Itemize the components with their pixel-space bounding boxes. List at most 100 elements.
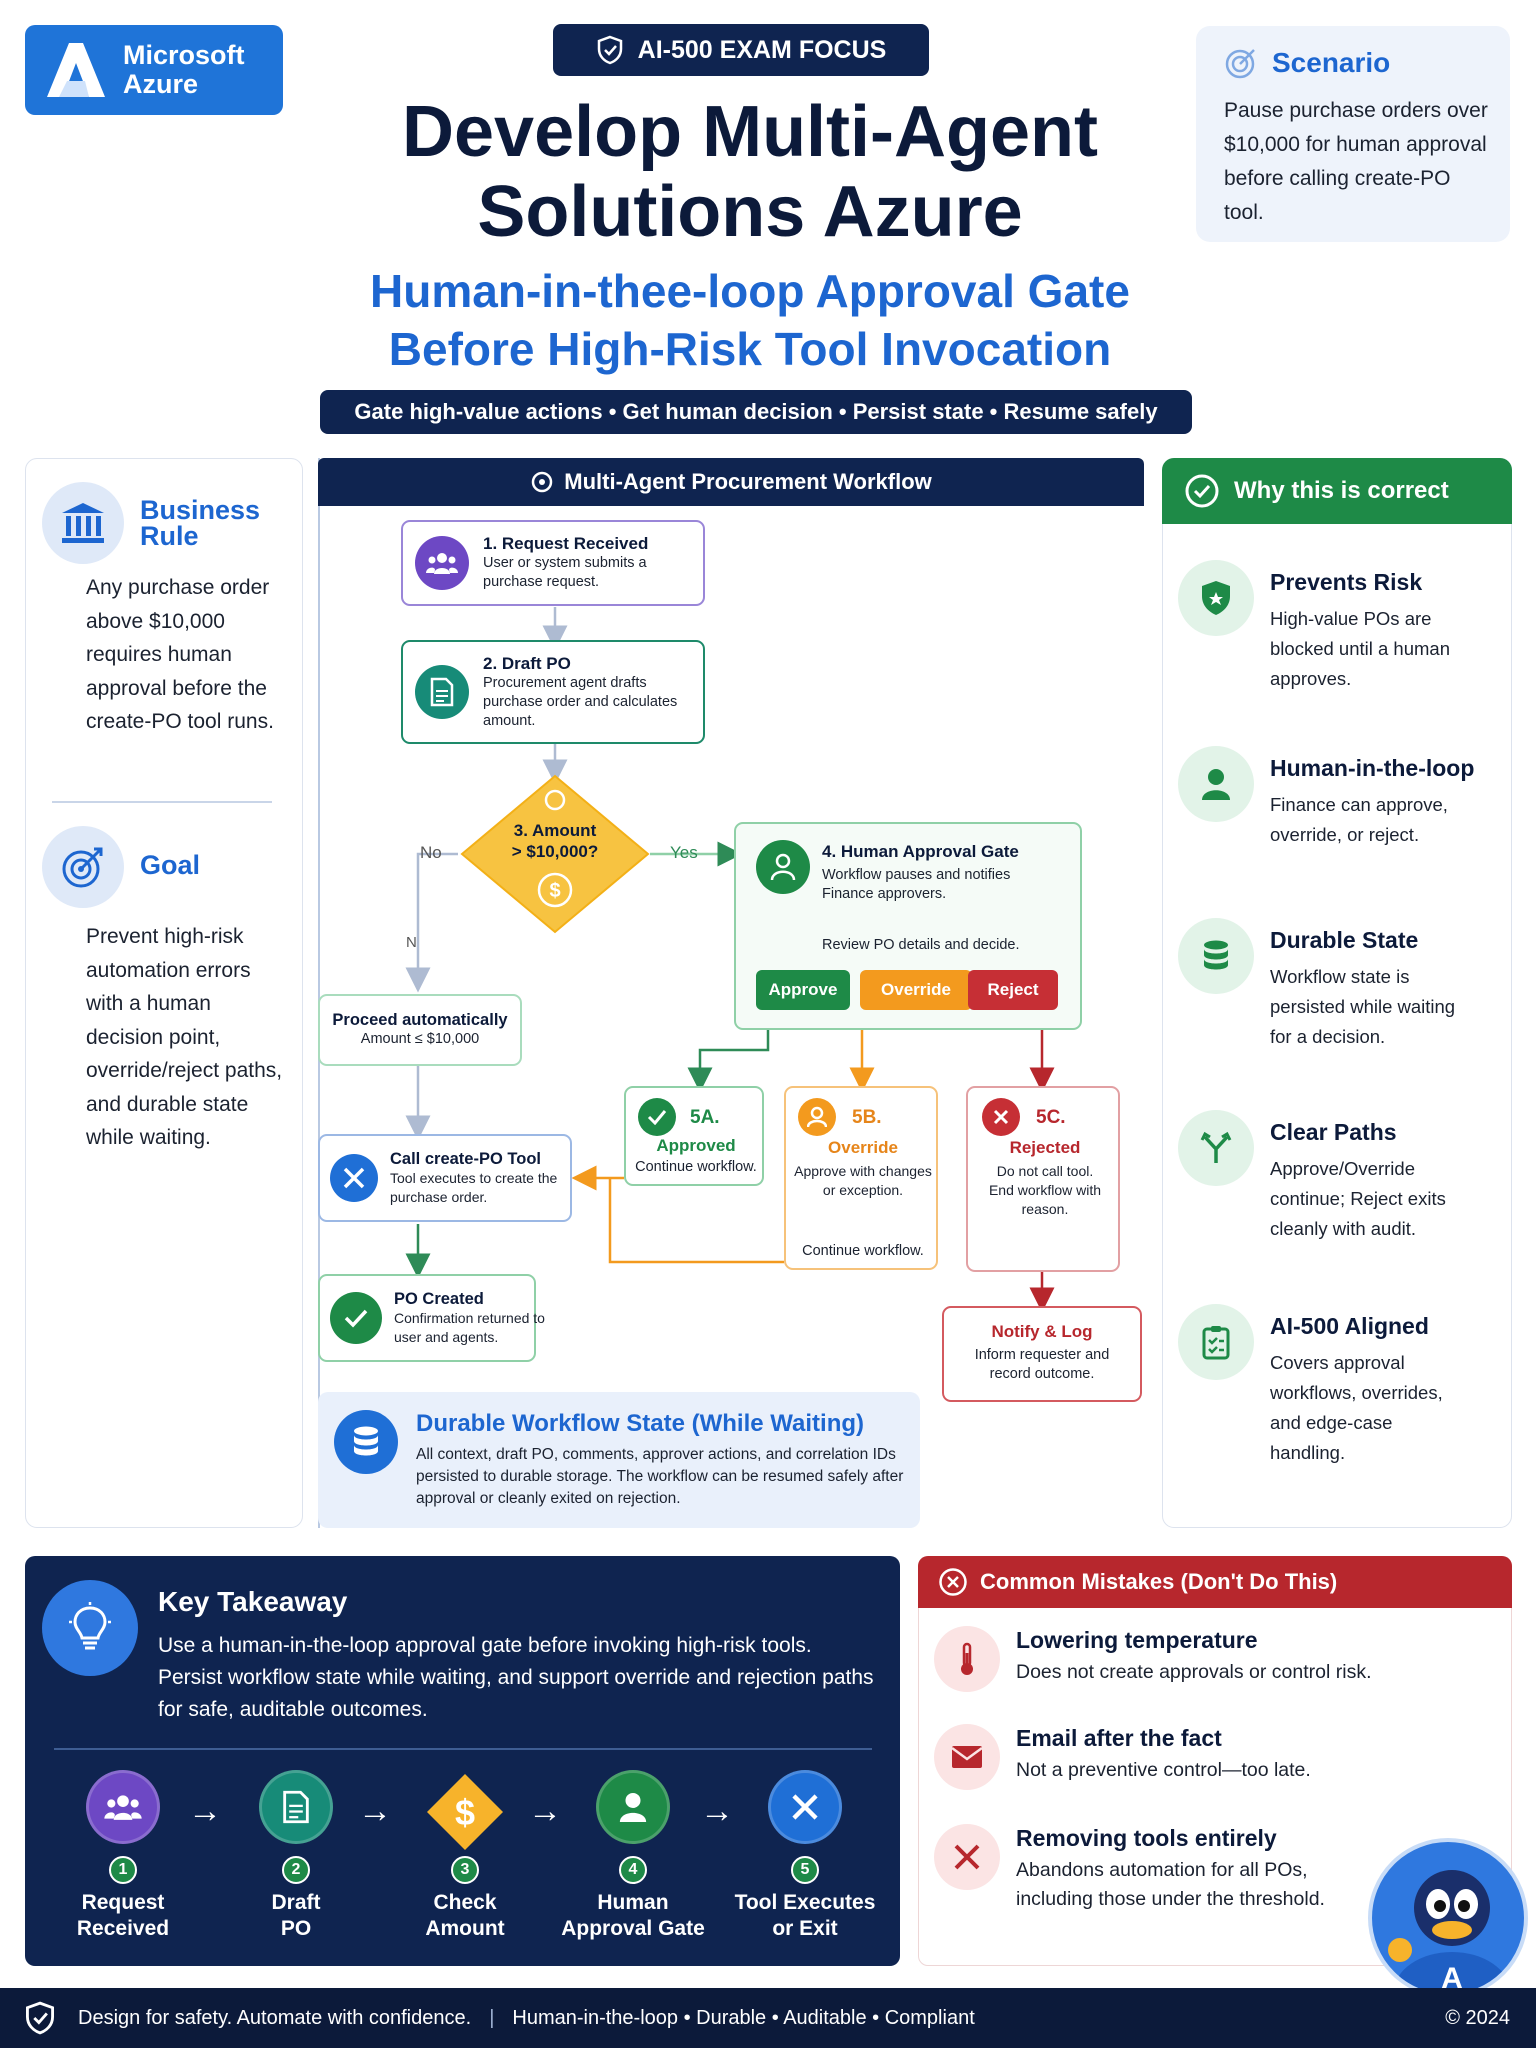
shield-icon	[1178, 560, 1254, 636]
outcome-approved: 5A. Approved Continue workflow.	[624, 1086, 764, 1186]
brand-name: Microsoft Azure	[123, 40, 245, 99]
database-icon	[1178, 918, 1254, 994]
scenario-title: Scenario	[1272, 47, 1391, 78]
check-circle-icon	[1185, 474, 1219, 508]
shield-check-icon	[26, 2001, 54, 2035]
x-circle-icon	[982, 1098, 1020, 1136]
left-divider	[52, 801, 272, 803]
step-request-received: 1. Request Received User or system submi…	[401, 520, 705, 606]
takeaway-divider	[54, 1748, 872, 1750]
footer-pillars: Human-in-the-loop • Durable • Auditable …	[512, 2006, 975, 2029]
override-button[interactable]: Override	[860, 970, 972, 1010]
tools-icon	[330, 1154, 378, 1202]
outcome-rejected: 5C. Rejected Do not call tool. End workf…	[966, 1086, 1120, 1272]
mistake-removing-tools: Removing tools entirely Abandons automat…	[934, 1824, 1374, 1914]
lightbulb-icon	[42, 1580, 138, 1676]
target-icon	[1225, 49, 1255, 79]
footer-copyright: © 2024	[1445, 2006, 1510, 2029]
key-takeaway-panel	[25, 1556, 900, 1966]
durable-state-title: Durable Workflow State (While Waiting)	[416, 1410, 865, 1437]
footer-bar: Design for safety. Automate with confide…	[0, 1988, 1536, 2048]
azure-a-icon	[47, 43, 105, 97]
arrow-right-icon: →	[358, 1792, 392, 1830]
why-item-durable-state: Durable State Workflow state is persiste…	[1178, 918, 1504, 1052]
check-icon	[638, 1098, 676, 1136]
person-icon	[596, 1770, 670, 1844]
database-icon	[334, 1410, 398, 1474]
scenario-card: Scenario Pause purchase orders over $10,…	[1196, 26, 1510, 242]
business-rule-title: Business Rule	[140, 495, 261, 551]
document-icon	[259, 1770, 333, 1844]
step-notify-log: Notify & Log Inform requester and record…	[942, 1306, 1142, 1402]
footer-separator: |	[489, 2006, 495, 2029]
step-draft-po: 2. Draft PO Procurement agent drafts pur…	[401, 640, 705, 744]
arrow-right-icon: →	[188, 1792, 222, 1830]
person-icon	[1178, 746, 1254, 822]
svg-text:$: $	[455, 1792, 475, 1833]
workflow-panel	[318, 458, 1144, 1528]
key-takeaway-text: Use a human-in-the-loop approval gate be…	[158, 1634, 874, 1721]
mistake-lowering-temperature: Lowering temperature Does not create app…	[934, 1626, 1374, 1692]
shield-check-icon	[597, 35, 622, 65]
person-edit-icon	[798, 1098, 836, 1136]
workflow-connectors	[405, 607, 1055, 1313]
goal-title: Goal	[140, 850, 201, 880]
why-item-human-in-the-loop: Human-in-the-loop Finance can approve, o…	[1178, 746, 1504, 850]
step-po-created: PO Created Confirmation returned to user…	[318, 1274, 545, 1362]
why-correct-header: Why this is correct	[1162, 458, 1512, 524]
outcome-override: 5B. Override Approve with changes or exc…	[784, 1086, 938, 1270]
durable-state-text: All context, draft PO, comments, approve…	[416, 1446, 904, 1507]
workflow-header: Multi-Agent Procurement Workflow	[318, 458, 1144, 506]
tools-icon	[768, 1770, 842, 1844]
scenario-text: Pause purchase orders over $10,000 for h…	[1224, 99, 1488, 224]
check-circle-icon	[330, 1292, 382, 1344]
durable-state-card: Durable Workflow State (While Waiting) A…	[318, 1392, 920, 1528]
footer-slogan: Design for safety. Automate with confide…	[78, 2006, 472, 2029]
no-label: No	[420, 843, 442, 862]
why-item-prevents-risk: Prevents Risk High-value POs are blocked…	[1178, 560, 1504, 694]
svg-text:$: $	[549, 880, 560, 902]
envelope-icon	[934, 1724, 1000, 1790]
approve-button[interactable]: Approve	[756, 970, 850, 1010]
page-subtitle: Human-in-thee-loop Approval Gate Before …	[370, 265, 1130, 375]
people-icon	[86, 1770, 160, 1844]
business-rule-text: Any purchase order above $10,000 require…	[86, 576, 274, 733]
bank-icon	[42, 482, 124, 564]
x-circle-icon	[939, 1568, 967, 1596]
exam-focus-label: AI-500 EXAM FOCUS	[637, 35, 887, 64]
person-icon	[756, 840, 810, 894]
mistake-email-after-fact: Email after the fact Not a preventive co…	[934, 1724, 1374, 1790]
exam-focus-badge: AI-500 EXAM FOCUS	[553, 24, 929, 76]
arrow-right-icon: →	[528, 1792, 562, 1830]
step-human-approval-gate: 4. Human Approval Gate Workflow pauses a…	[734, 822, 1082, 1030]
common-mistakes-header: Common Mistakes (Don't Do This)	[918, 1556, 1512, 1608]
people-icon	[415, 536, 469, 590]
agents-cycle-icon	[532, 471, 553, 493]
branch-icon	[1178, 1110, 1254, 1186]
no-mark: N	[406, 934, 417, 951]
goal-target-icon	[42, 826, 124, 908]
azure-logo: Microsoft Azure	[25, 25, 283, 115]
svg-text:A: A	[1441, 1962, 1463, 1995]
left-panel	[25, 458, 303, 1528]
decision-amount-diamond: $	[460, 774, 650, 934]
yes-label: Yes	[670, 843, 698, 862]
goal-text: Prevent high-risk automation errors with…	[86, 925, 283, 1149]
tools-icon	[934, 1824, 1000, 1890]
step-call-create-po-tool: Call create-PO Tool Tool executes to cre…	[318, 1134, 572, 1222]
thermometer-icon	[934, 1626, 1000, 1692]
arrow-right-icon: →	[700, 1792, 734, 1830]
reject-button[interactable]: Reject	[968, 970, 1058, 1010]
mascot-avatar: A	[1368, 1838, 1528, 1998]
step-proceed-automatically: Proceed automatically Amount ≤ $10,000	[318, 994, 522, 1066]
clipboard-check-icon	[1178, 1304, 1254, 1380]
why-item-clear-paths: Clear Paths Approve/Override continue; R…	[1178, 1110, 1504, 1244]
decision-label: 3. Amount > $10,000?	[511, 821, 599, 861]
workflow-title: Multi-Agent Procurement Workflow	[564, 469, 932, 494]
tagline-banner: Gate high-value actions • Get human deci…	[320, 390, 1192, 434]
